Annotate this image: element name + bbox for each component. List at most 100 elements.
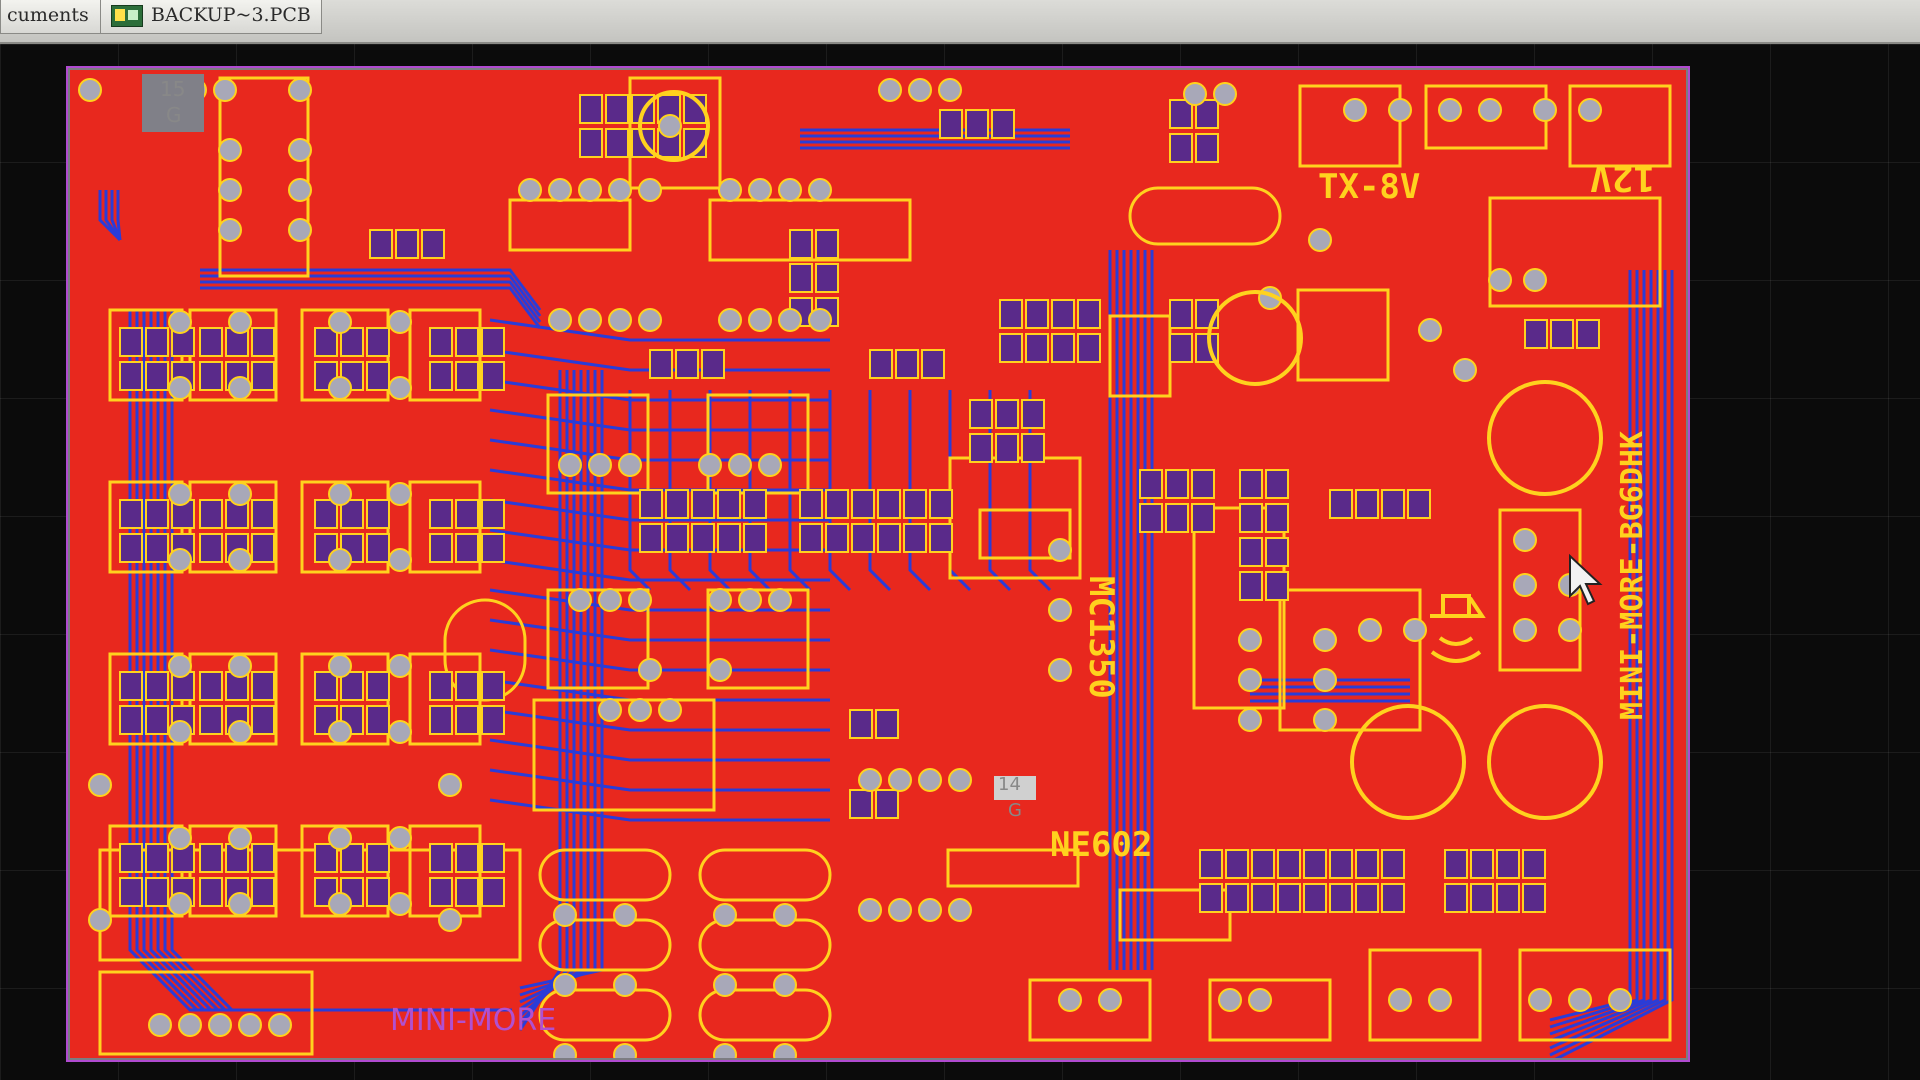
component-outline [706,588,810,690]
pad [288,218,312,242]
trace [828,390,852,592]
smd-pad [605,94,629,124]
trace [868,390,892,592]
smd-pad [481,533,505,563]
trace [668,390,692,592]
pad [1213,82,1237,106]
smd-pad [119,361,143,391]
tab-backup-pcb[interactable]: BACKUP~3.PCB [100,0,322,34]
tab-backup-pcb-label: BACKUP~3.PCB [151,4,311,26]
pad [658,698,682,722]
pad [328,310,352,334]
component-outline [628,76,722,190]
component-outline [508,198,632,252]
pad [1388,988,1412,1012]
smd-pad [1444,849,1468,879]
smd-pad [1021,433,1045,463]
pad [588,453,612,477]
smd-pad [869,349,893,379]
pad [698,453,722,477]
pad [858,898,882,922]
smd-pad [1265,537,1289,567]
pad [1428,988,1452,1012]
pad [638,658,662,682]
trace [628,390,652,592]
smd-pad [1169,333,1193,363]
pad [228,654,252,678]
smd-pad [481,705,505,735]
smd-pad [455,671,479,701]
smd-pad [251,705,275,735]
pad [168,310,192,334]
document-tab-bar: cuments BACKUP~3.PCB [0,0,1920,44]
pad [288,178,312,202]
smd-pad [1239,571,1263,601]
pad [1343,98,1367,122]
trace [489,798,830,822]
smd-pad [429,705,453,735]
smd-pad [999,299,1023,329]
smd-pad [429,877,453,907]
pad-14-marker [994,776,1036,800]
smd-pad [145,877,169,907]
smd-pad [429,843,453,873]
smd-pad [1265,503,1289,533]
smd-pad [251,671,275,701]
smd-pad [1444,883,1468,913]
trace [489,558,830,582]
smd-pad [1355,489,1379,519]
smd-pad [1199,849,1223,879]
smd-pad [366,843,390,873]
component-outline [98,970,314,1056]
pad [638,90,710,162]
smd-pad [366,327,390,357]
smd-pad [815,229,839,259]
pad [608,178,632,202]
pad [598,698,622,722]
smd-pad [119,705,143,735]
pad [908,78,932,102]
smd-pad [145,361,169,391]
component-outline [978,508,1072,560]
pad [888,768,912,792]
pad [548,178,572,202]
smd-pad [481,327,505,357]
pcb-board[interactable]: 15 G 14 G TX-8V 12V MC1350 NE602 MINI-MO… [70,70,1686,1058]
smd-pad [145,671,169,701]
pad [1308,228,1332,252]
smd-pad [1329,489,1353,519]
crystal-outline [538,848,672,902]
pad [713,1043,737,1058]
mini-more-label: MINI-MORE [390,1003,556,1038]
smd-pad [455,877,479,907]
speaker-icon [1430,594,1486,663]
pad [288,138,312,162]
pad [1238,668,1262,692]
pad [1098,988,1122,1012]
smd-pad [1165,469,1189,499]
smd-pad [789,263,813,293]
smd-pad [481,361,505,391]
smd-pad [1169,133,1193,163]
pad [1048,598,1072,622]
smd-pad [199,877,223,907]
pad [768,588,792,612]
trace [110,190,122,241]
smd-pad [1407,489,1431,519]
smd-pad [1025,299,1049,329]
smd-pad [199,671,223,701]
smd-pad [455,705,479,735]
smd-pad [1522,849,1546,879]
board-name-label: MINI-MORE-BG6DHK [1615,431,1650,720]
pad [388,826,412,850]
pad [328,654,352,678]
smd-pad [340,327,364,357]
smd-pad [875,709,899,739]
pad [918,768,942,792]
smd-pad [119,877,143,907]
smd-pad [145,843,169,873]
pad [388,548,412,572]
pad [218,218,242,242]
component-outline [546,393,650,495]
smd-pad [825,523,849,553]
